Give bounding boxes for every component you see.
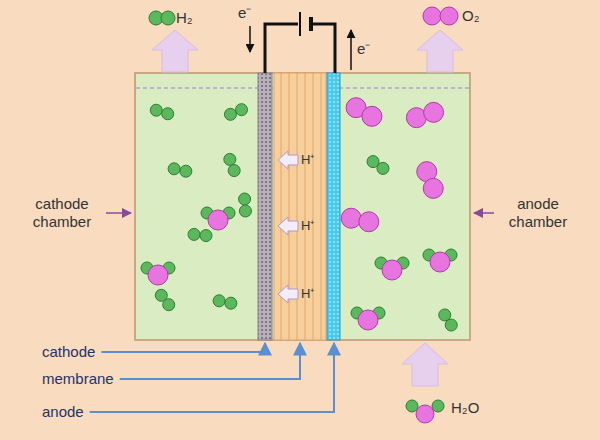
gas-outflow-arrow: [417, 30, 463, 72]
hydrogen-molecule: [224, 153, 236, 165]
ion-label: H⁺: [301, 151, 314, 169]
pointer-arrow: [106, 212, 131, 214]
chamber-label: cathode chamber: [22, 195, 102, 231]
oxygen-molecule: [341, 208, 361, 228]
water-inflow-arrow: [402, 343, 448, 386]
water-molecule: [148, 265, 168, 285]
leader-line: [120, 343, 300, 379]
electron-label: e⁻: [357, 40, 370, 58]
part-label: membrane: [42, 370, 114, 388]
part-label: cathode: [42, 343, 95, 361]
hydrogen-molecule: [239, 193, 251, 205]
membrane-layer: [274, 73, 326, 340]
hydrogen-molecule: [236, 104, 248, 116]
chamber-label: anode chamber: [498, 195, 578, 231]
gas-outflow-arrow: [152, 30, 198, 72]
leader-line: [101, 343, 265, 352]
oxygen-molecule: [362, 106, 382, 126]
hydrogen-molecule: [213, 295, 225, 307]
hydrogen-molecule: [180, 165, 192, 177]
hydrogen-molecule: [162, 108, 174, 120]
hydrogen-molecule: [445, 319, 457, 331]
part-label: anode: [42, 403, 84, 421]
battery-symbol: [309, 17, 313, 31]
oxygen-molecule: [424, 102, 444, 122]
electron-arrow: [249, 26, 251, 52]
electron-label: e⁻: [238, 4, 251, 22]
leader-line: [90, 343, 334, 412]
ion-label: H⁺: [301, 217, 314, 235]
hydrogen-molecule: [228, 165, 240, 177]
hydrogen-molecule: [161, 11, 175, 25]
hydrogen-molecule: [163, 299, 175, 311]
water-molecule: [358, 310, 378, 330]
molecule-label: H₂: [176, 9, 193, 27]
proton-arrow: [278, 151, 298, 169]
proton-arrow: [278, 217, 298, 235]
anode-electrode: [327, 73, 340, 340]
electron-arrow: [350, 30, 352, 70]
molecule-label: H₂O: [451, 399, 479, 417]
hydrogen-molecule: [224, 108, 236, 120]
water-molecule: [208, 210, 228, 230]
proton-arrow: [278, 285, 298, 303]
molecule-label: O₂: [462, 7, 480, 25]
hydrogen-molecule: [200, 230, 212, 242]
battery-symbol: [299, 12, 301, 36]
electrolyte-tank: [135, 73, 470, 340]
water-molecule: [432, 400, 444, 412]
hydrogen-molecule: [225, 297, 237, 309]
oxygen-molecule: [440, 7, 458, 25]
hydrogen-molecule: [377, 162, 389, 174]
water-molecule: [406, 400, 418, 412]
water-molecule: [430, 252, 450, 272]
hydrogen-molecule: [150, 104, 162, 116]
cathode-electrode: [258, 73, 272, 340]
pointer-arrow: [474, 212, 494, 214]
oxygen-molecule: [423, 7, 441, 25]
hydrogen-molecule: [168, 163, 180, 175]
hydrogen-molecule: [188, 228, 200, 240]
oxygen-molecule: [359, 212, 379, 232]
ion-label: H⁺: [301, 285, 314, 303]
oxygen-molecule: [423, 178, 443, 198]
water-molecule: [382, 260, 402, 280]
water-molecule: [416, 405, 434, 423]
hydrogen-molecule: [239, 205, 251, 217]
